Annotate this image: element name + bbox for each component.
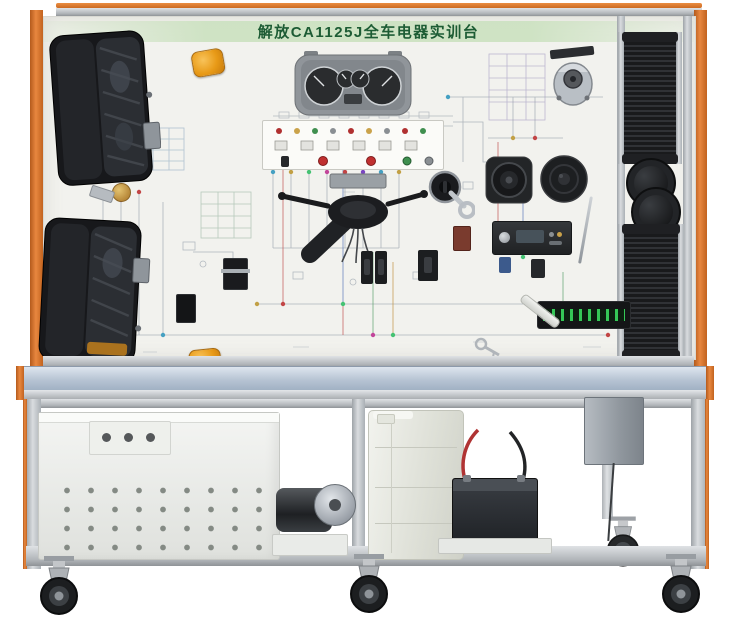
caster-front-center xyxy=(346,554,392,614)
steering-column-switch xyxy=(276,172,428,264)
tank-cap xyxy=(377,414,395,424)
ignition-switch-with-key xyxy=(427,168,475,220)
mount-bar-right-outer xyxy=(683,16,692,366)
heater-radiator-lower xyxy=(618,224,684,360)
vented-cabinet xyxy=(38,412,280,560)
rocker-switch-pair xyxy=(361,251,387,284)
leg-right-orange-strip xyxy=(705,399,709,569)
relay-module xyxy=(176,294,196,323)
small-component-blue xyxy=(499,257,511,273)
battery-tray xyxy=(438,538,552,554)
motor-end-cap xyxy=(314,484,356,526)
frame-top-rail xyxy=(56,8,702,16)
caster-front-right xyxy=(658,554,704,614)
title-band: 解放CA1125J全车电器实训台 xyxy=(43,21,694,42)
battery-body xyxy=(452,475,538,544)
frame-left-post xyxy=(30,10,43,370)
wiper-motor xyxy=(546,46,600,110)
radio-display xyxy=(516,230,544,243)
battery-with-cables xyxy=(438,420,552,554)
switch-indicator-strip xyxy=(262,120,444,170)
board-title: 解放CA1125J全车电器实训台 xyxy=(257,24,480,41)
instrument-cluster xyxy=(294,50,412,118)
left-headlight-lower xyxy=(34,216,152,368)
blower-motor xyxy=(270,474,356,556)
radio-knob xyxy=(499,232,510,243)
caster-front-left xyxy=(36,556,82,616)
leg-center xyxy=(352,399,365,563)
cabinet-vent-holes xyxy=(49,477,269,551)
leg-left xyxy=(26,399,41,569)
frame-bottom-rail xyxy=(43,356,694,368)
under-table-rail xyxy=(28,399,704,408)
spare-key xyxy=(474,336,502,360)
heater-radiator-upper xyxy=(618,32,682,164)
tabletop-corner-left xyxy=(16,366,24,400)
leg-right xyxy=(691,399,706,569)
tabletop-corner-right xyxy=(706,366,714,400)
relay-module-bracketed xyxy=(221,258,250,290)
tabletop xyxy=(18,366,714,392)
rocker-switch xyxy=(418,250,438,281)
horn-pair xyxy=(624,158,681,237)
door-speaker-round xyxy=(540,155,588,203)
left-headlight-upper xyxy=(46,28,161,190)
flasher-unit xyxy=(453,226,471,251)
small-component-dark xyxy=(531,259,545,278)
radio-unit xyxy=(492,221,572,255)
frame-right-post xyxy=(694,10,707,370)
cabinet-recess xyxy=(89,421,171,455)
side-marker-lamp-top xyxy=(189,45,227,79)
led-digits xyxy=(543,309,625,321)
frame-top-orange-strip xyxy=(56,3,702,8)
printed-wiring-diagram xyxy=(43,42,694,358)
door-speaker-square xyxy=(485,156,533,204)
mount-bar-right-inner xyxy=(617,16,625,366)
leg-left-orange-strip xyxy=(23,399,27,569)
junction-box xyxy=(584,397,644,465)
